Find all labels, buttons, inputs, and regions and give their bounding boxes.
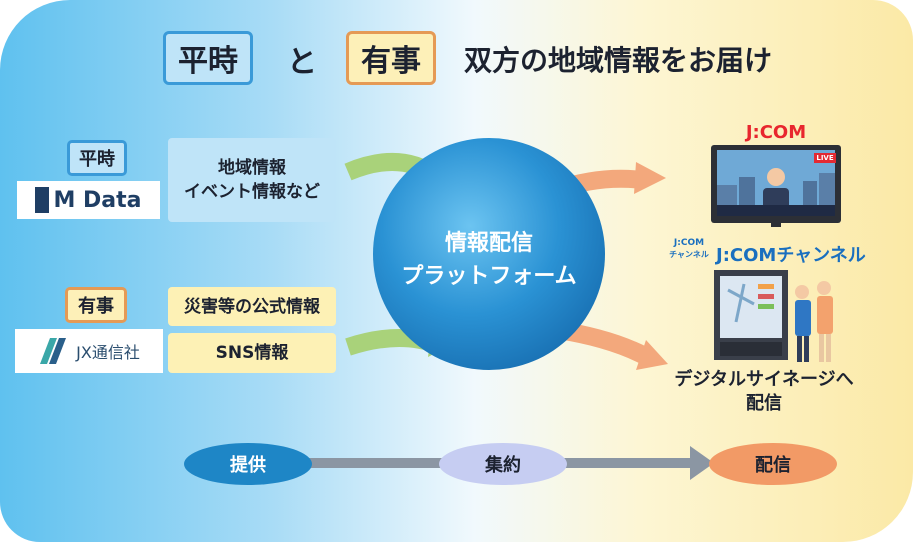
jcom-logo: J:COM (745, 121, 807, 143)
live-badge: LIVE (814, 153, 836, 163)
mdata-logo: M Data (17, 181, 160, 219)
flow-step-aggregate: 集約 (439, 443, 567, 485)
jx-logo-icon (40, 338, 67, 364)
header-yuuji-text: 有事 (361, 44, 421, 79)
mdata-logo-text: M Data (53, 187, 142, 213)
jcom-channel-label: J:COMチャンネル (716, 245, 866, 266)
mdata-logo-mark (35, 187, 50, 213)
header-title: 双方の地域情報をお届け (464, 44, 773, 77)
flow-step-deliver: 配信 (709, 443, 837, 485)
platform-circle (373, 138, 605, 370)
heitoki-info-line2: イベント情報など (184, 182, 320, 202)
flow-step-provide: 提供 (184, 443, 312, 485)
heitoki-info-box: 地域情報 イベント情報など (168, 138, 336, 222)
signage-icon (714, 270, 833, 362)
heitoki-tag: 平時 (67, 140, 127, 176)
header-yuuji-box: 有事 (346, 31, 436, 85)
jx-logo-text: JX通信社 (76, 343, 140, 362)
jcom-channel-mark-line1: J:COM (673, 238, 705, 248)
tv-icon (711, 145, 841, 227)
yuuji-tag: 有事 (65, 287, 127, 323)
header-heitoki-text: 平時 (178, 44, 238, 79)
jx-logo: JX通信社 (15, 329, 163, 373)
heitoki-info-line1: 地域情報 (218, 158, 286, 178)
jcom-channel-mark-line2: チャンネル (669, 250, 709, 259)
platform-line2: プラットフォーム (401, 264, 577, 289)
signage-caption: デジタルサイネージへ 配信 (664, 368, 864, 416)
signage-caption-line1: デジタルサイネージへ (674, 369, 854, 390)
signage-caption-line2: 配信 (746, 393, 782, 414)
yuuji-info2: SNS情報 (168, 333, 336, 373)
header-heitoki-box: 平時 (163, 31, 253, 85)
orange-arrow-lower (556, 321, 668, 370)
yuuji-info1: 災害等の公式情報 (168, 287, 336, 326)
header-to: と (287, 45, 317, 80)
jcom-channel-mark: J:COM チャンネル (667, 238, 711, 268)
platform-line1: 情報配信 (444, 231, 533, 256)
